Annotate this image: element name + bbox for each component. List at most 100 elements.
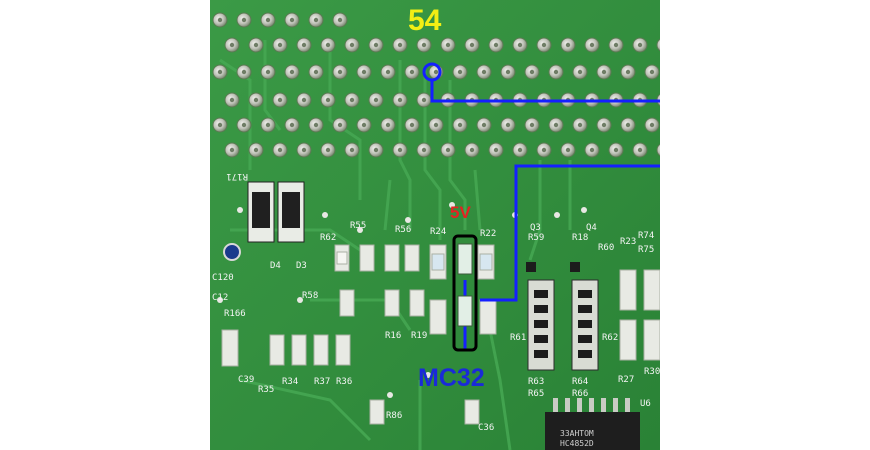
header-pin-hole xyxy=(289,69,295,75)
header-pin-hole xyxy=(613,42,619,48)
pin-number-label: 54 xyxy=(408,4,442,37)
header-pin-hole xyxy=(517,147,523,153)
header-pin-hole xyxy=(421,42,427,48)
header-pin-hole xyxy=(577,122,583,128)
header-pin-hole xyxy=(301,147,307,153)
header-pin-hole xyxy=(217,122,223,128)
header-pin-hole xyxy=(337,122,343,128)
mc32-highlight-outline xyxy=(452,234,478,352)
header-pin-hole xyxy=(457,122,463,128)
silk-r16: R16 xyxy=(385,331,401,341)
header-pin-hole xyxy=(625,122,631,128)
header-pin-hole xyxy=(409,122,415,128)
silk-r23: R23 xyxy=(620,237,636,247)
header-pin-hole xyxy=(517,42,523,48)
silk-r19: R19 xyxy=(411,331,427,341)
header-pin-hole xyxy=(637,147,643,153)
header-pin-hole xyxy=(481,69,487,75)
header-pin-hole xyxy=(361,69,367,75)
header-pin-hole xyxy=(313,122,319,128)
header-pin-hole xyxy=(217,69,223,75)
header-pin-hole xyxy=(649,69,655,75)
silk-r30: R30 xyxy=(644,367,660,377)
header-pin-hole xyxy=(349,147,355,153)
voltage-label: 5V xyxy=(450,203,471,222)
silk-chip-marking2: HC4852D xyxy=(560,439,594,448)
header-pin-hole xyxy=(397,147,403,153)
header-pin-hole xyxy=(349,97,355,103)
header-pin-hole xyxy=(613,147,619,153)
header-pin-hole xyxy=(601,122,607,128)
header-pin-hole xyxy=(217,17,223,23)
header-pin-hole xyxy=(241,69,247,75)
header-pin-hole xyxy=(313,17,319,23)
silk-r171: R171 xyxy=(226,171,248,181)
silk-r35: R35 xyxy=(258,385,274,395)
header-pin-hole xyxy=(397,42,403,48)
header-pin-hole xyxy=(577,69,583,75)
silk-r24: R24 xyxy=(430,227,446,237)
header-pin-hole xyxy=(325,147,331,153)
silk-r61: R61 xyxy=(510,333,526,343)
silk-q3: Q3 xyxy=(530,223,541,233)
silk-r36: R36 xyxy=(336,377,352,387)
header-pin-hole xyxy=(289,122,295,128)
header-pin-hole xyxy=(229,42,235,48)
silk-r62: R62 xyxy=(320,233,336,243)
header-pin-hole xyxy=(529,69,535,75)
header-pin-hole xyxy=(481,122,487,128)
header-pin xyxy=(656,38,660,52)
header-pin-hole xyxy=(469,42,475,48)
header-pin-hole xyxy=(301,97,307,103)
header-pin-hole xyxy=(385,122,391,128)
silk-r75: R75 xyxy=(638,245,654,255)
header-pin-hole xyxy=(277,97,283,103)
header-pin-hole xyxy=(505,69,511,75)
header-pin-hole xyxy=(373,42,379,48)
silk-q4: Q4 xyxy=(586,223,597,233)
silk-c36: C36 xyxy=(478,423,494,433)
header-pin-hole xyxy=(277,147,283,153)
silk-r166: R166 xyxy=(224,309,246,319)
silk-r86: R86 xyxy=(386,411,402,421)
header-pin-hole xyxy=(301,42,307,48)
header-pin-hole xyxy=(253,42,259,48)
header-pin-hole xyxy=(493,42,499,48)
silk-r37: R37 xyxy=(314,377,330,387)
header-pin-hole xyxy=(589,147,595,153)
header-pin-hole xyxy=(253,97,259,103)
silk-r58: R58 xyxy=(302,291,318,301)
header-pin-hole xyxy=(541,42,547,48)
header-pin-hole xyxy=(553,122,559,128)
header-pin-hole xyxy=(253,147,259,153)
header-pin-hole xyxy=(409,69,415,75)
silk-r60: R60 xyxy=(598,243,614,253)
header-pin-hole xyxy=(541,147,547,153)
pcb-photo: R171 D4 D3 R55 R62 R56 R24 R22 R59 Q3 R1… xyxy=(210,0,660,450)
header-pin-hole xyxy=(349,42,355,48)
header-pin-hole xyxy=(229,97,235,103)
silk-u6: U6 xyxy=(640,399,651,409)
header-pin-hole xyxy=(625,69,631,75)
header-pin-hole xyxy=(373,147,379,153)
header-pin-hole xyxy=(265,69,271,75)
silk-r63: R63 xyxy=(528,377,544,387)
header-pin-hole xyxy=(469,147,475,153)
silkscreen-labels: R171 D4 D3 R55 R62 R56 R24 R22 R59 Q3 R1… xyxy=(212,171,660,448)
silk-r64: R64 xyxy=(572,377,588,387)
header-pin-hole xyxy=(265,17,271,23)
header-pin-hole xyxy=(265,122,271,128)
silk-r62b: R62 xyxy=(602,333,618,343)
silk-r74: R74 xyxy=(638,231,654,241)
header-pin-hole xyxy=(445,147,451,153)
header-pin-hole xyxy=(433,122,439,128)
header-pin-hole xyxy=(493,147,499,153)
header-pin-hole xyxy=(277,42,283,48)
header-pin-hole xyxy=(229,147,235,153)
silk-c120: C120 xyxy=(212,273,234,283)
silk-r65: R65 xyxy=(528,389,544,399)
header-pin-hole xyxy=(289,17,295,23)
header-pin-hole xyxy=(589,42,595,48)
silk-r34: R34 xyxy=(282,377,298,387)
header-pin-hole xyxy=(565,42,571,48)
